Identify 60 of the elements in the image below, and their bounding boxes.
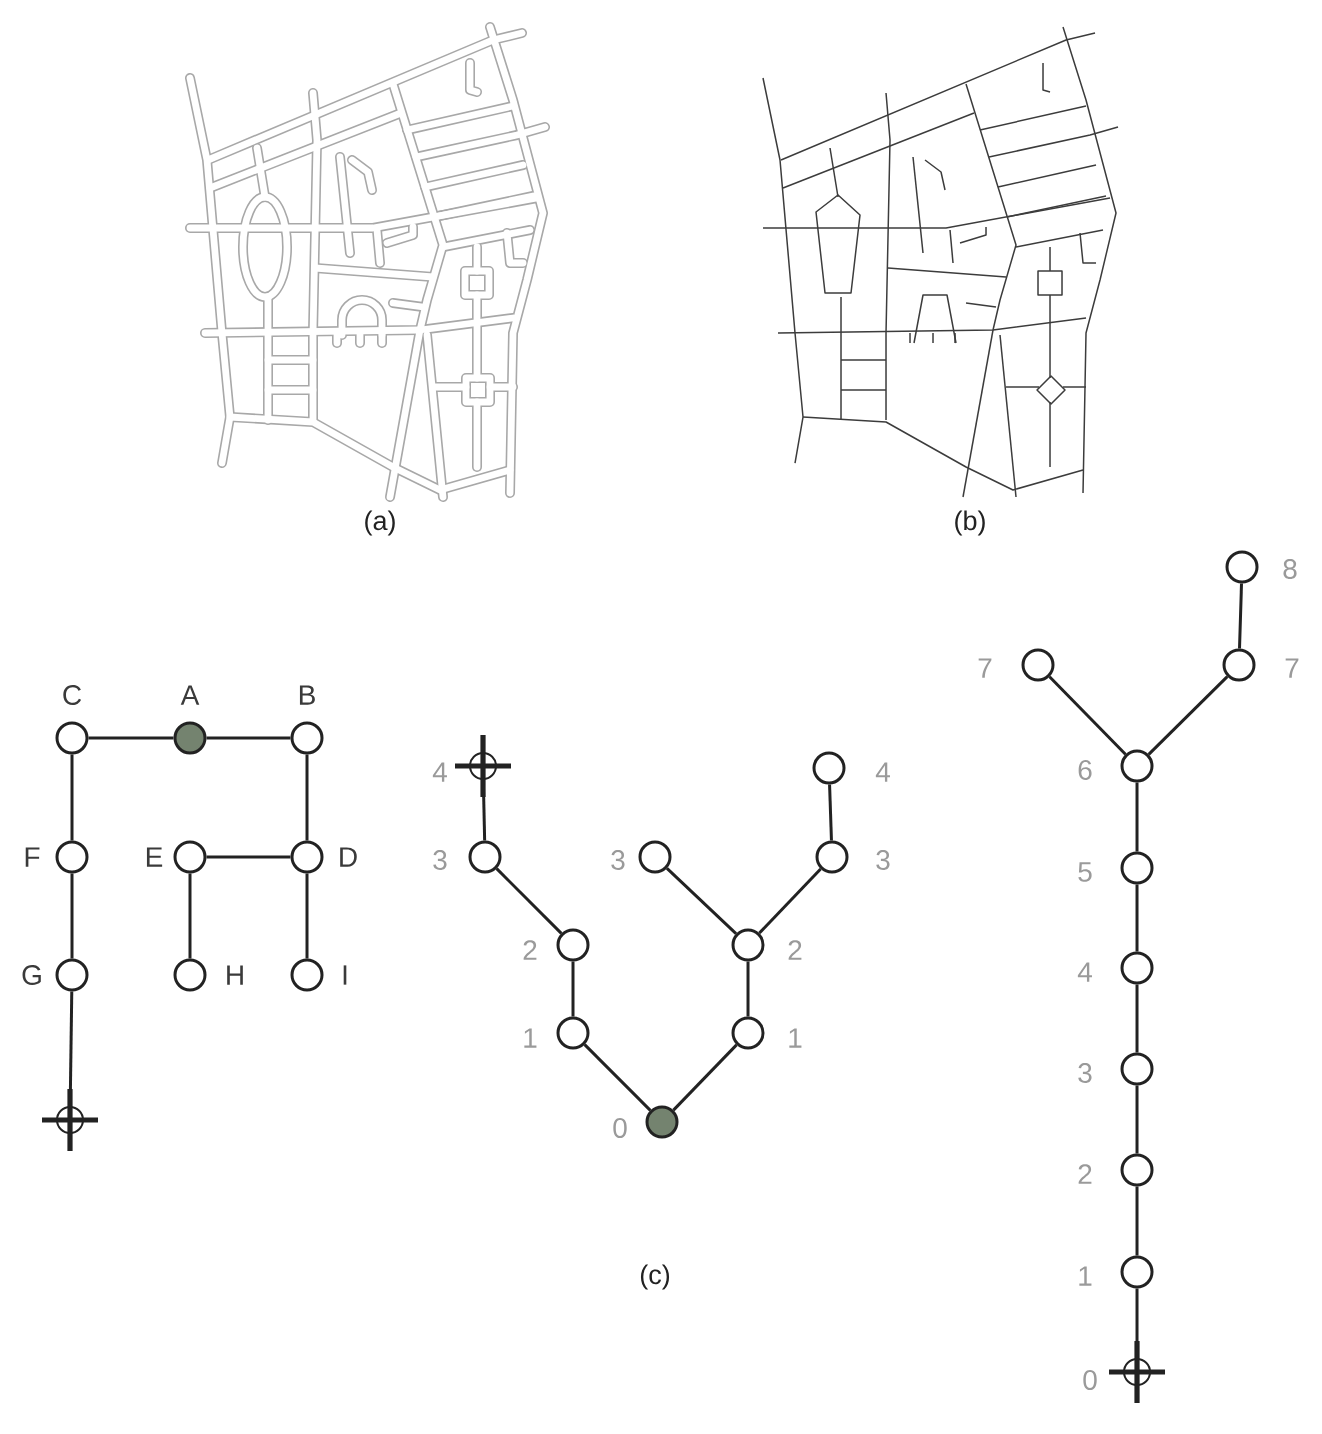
node-label: 8: [1283, 559, 1297, 579]
graph-edge: [206, 855, 291, 859]
node-label: 3: [611, 850, 625, 870]
node-label: 4: [875, 762, 890, 782]
node-label: 1: [1079, 1266, 1092, 1286]
node-label: C: [63, 685, 82, 705]
node-label: 0: [613, 1118, 627, 1138]
graph-edge: [1135, 1288, 1139, 1358]
graph-edge: [88, 736, 174, 740]
graph-edge: [1238, 583, 1243, 649]
graph-edge: [1135, 1085, 1139, 1154]
node-label: I: [343, 965, 347, 985]
node-label: 1: [789, 1028, 802, 1048]
graph-edge: [305, 873, 309, 959]
graph-edge: [495, 867, 563, 935]
node-label: B: [299, 685, 315, 705]
subfigure-label: (b): [955, 510, 985, 536]
node-label: 2: [523, 940, 537, 960]
node-label: 3: [433, 850, 447, 870]
graph-edge: [1135, 884, 1139, 952]
subfigure-label: (a): [365, 510, 395, 536]
node-label: H: [227, 965, 243, 985]
node-label: E: [146, 847, 163, 867]
graph-edge: [481, 779, 487, 841]
graph-edge: [1135, 984, 1139, 1053]
graph-edge: [571, 961, 575, 1017]
node-label: 1: [524, 1028, 537, 1048]
graph-edge: [70, 754, 74, 841]
graph-edge: [758, 867, 822, 935]
node-label: 3: [1078, 1063, 1092, 1083]
graph-edge: [1135, 1186, 1139, 1256]
graph-edge: [665, 867, 738, 935]
node-label: 7: [978, 658, 992, 678]
graph-edge: [305, 754, 309, 841]
graph-edge: [583, 1043, 652, 1112]
node-label: 0: [1083, 1370, 1097, 1390]
graph-edge: [746, 961, 750, 1017]
subfigure-label: (c): [640, 1264, 670, 1290]
node-label: 7: [1285, 658, 1299, 678]
node-label: G: [22, 965, 41, 985]
graph-edge: [1147, 675, 1229, 756]
node-label: 5: [1078, 862, 1092, 882]
node-label: 4: [1077, 962, 1092, 982]
node-label: 2: [1078, 1164, 1092, 1184]
node-label: 4: [432, 762, 447, 782]
crosshair-marker: [42, 1089, 98, 1151]
graph-edge: [188, 873, 192, 959]
graph-edge: [206, 736, 291, 740]
graph-edge: [70, 873, 74, 959]
graph-edge: [672, 1043, 738, 1112]
node-label: D: [340, 847, 357, 867]
node-label: 6: [1078, 760, 1092, 780]
node-label: F: [25, 847, 40, 867]
graph-edge: [828, 784, 833, 841]
node-label: 3: [876, 850, 890, 870]
node-label: A: [180, 685, 200, 705]
graph-edge: [1048, 675, 1127, 756]
graph-edge: [68, 991, 74, 1107]
node-label: 2: [788, 940, 802, 960]
graph-edge: [1135, 782, 1139, 852]
